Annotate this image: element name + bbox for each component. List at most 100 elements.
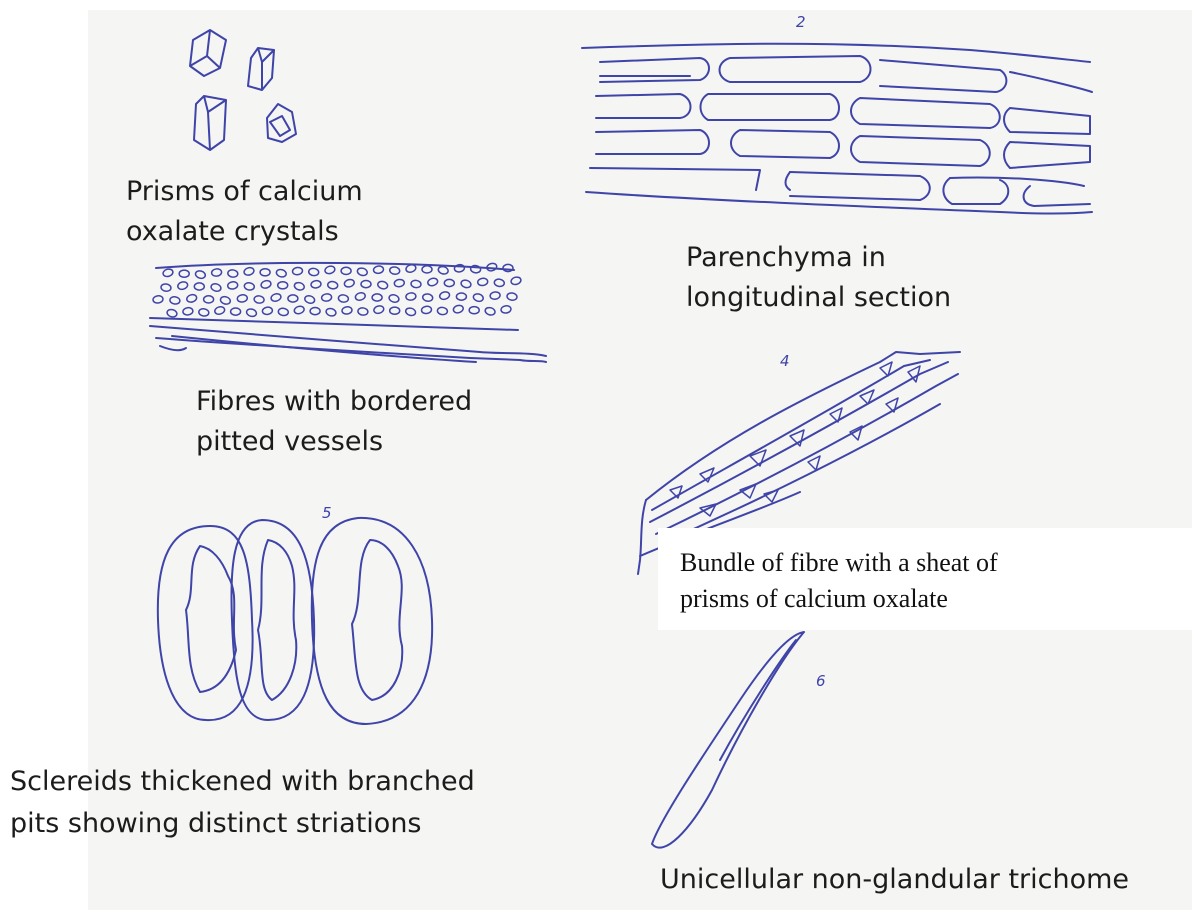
fibre-pit-mark [389, 266, 400, 275]
fibre-pit-mark [260, 280, 272, 290]
fibre-pit-mark [357, 267, 369, 277]
crystals-label-line-2: oxalate crystals [126, 214, 339, 250]
fibre-pit-mark [473, 293, 485, 303]
fibres-label-line-1: Fibres with bordered [196, 384, 472, 420]
fibre-pit-mark [294, 281, 306, 291]
parenchyma-drawing: 2 [582, 13, 1092, 214]
fibre-pit-mark [308, 268, 319, 277]
fibre-pit-mark [460, 279, 472, 289]
fibre-pit-mark [325, 307, 337, 317]
bundle-label-line-1: Bundle of fibre with a sheat of [680, 546, 998, 579]
trichome-drawing: 6 [652, 632, 826, 848]
fibre-pit-mark [153, 295, 164, 304]
fibre-pit-mark [405, 292, 416, 301]
fibre-pit-mark [166, 308, 178, 318]
fibre-pit-mark [470, 265, 481, 274]
fibre-pit-mark [244, 282, 255, 291]
fibre-pit-mark [162, 268, 174, 278]
fibre-pit-mark [388, 294, 400, 304]
sclereids-label-line-1: Sclereids thickened with branched [10, 764, 475, 800]
fibre-pit-mark [494, 279, 505, 288]
fibre-pit-mark [186, 294, 198, 304]
fibre-pit-mark [405, 307, 417, 317]
fibre-pit-mark [357, 307, 368, 316]
fibre-pit-mark [327, 281, 338, 290]
fibre-pit-mark [195, 270, 207, 280]
fibre-pit-mark [260, 269, 270, 276]
fibre-pit-mark [437, 307, 448, 316]
fibre-pit-mark [373, 265, 384, 274]
fibre-pit-mark [390, 307, 400, 314]
fibre-pit-mark [211, 268, 222, 277]
fibre-pit-mark [372, 294, 382, 301]
fibre-pit-mark [161, 283, 172, 292]
fibre-pit-mark [198, 308, 209, 317]
figure-number-2: 2 [796, 13, 806, 31]
fibre-pit-mark [444, 279, 454, 286]
fibre-pit-mark [453, 304, 465, 314]
fibre-pit-mark [237, 294, 248, 303]
fibre-pit-mark [231, 308, 241, 315]
fibre-pit-mark [427, 277, 439, 287]
fibre-pit-mark [437, 265, 449, 275]
fibre-pit-mark [361, 281, 371, 288]
fibre-pit-mark [342, 306, 353, 315]
fibre-pit-mark [490, 291, 501, 300]
fibre-pit-mark [179, 270, 189, 277]
fibre-pit-mark [220, 296, 232, 306]
fibre-pit-mark [278, 308, 289, 317]
fibre-pit-mark [501, 305, 512, 314]
fibre-pit-mark [507, 292, 518, 301]
fibre-pit-mark [422, 293, 433, 302]
fibre-pit-mark [276, 268, 288, 278]
parenchyma-label-line-2: longitudinal section [686, 280, 951, 316]
fibre-pit-mark [321, 293, 332, 302]
fibre-pit-mark [324, 265, 336, 275]
fibre-pit-mark [243, 267, 255, 277]
fibre-pit-mark [292, 267, 303, 276]
fibre-pit-mark [210, 283, 222, 293]
fibre-pit-mark [194, 283, 204, 290]
figure-number-6: 6 [816, 672, 826, 690]
fibre-pit-mark [456, 293, 466, 300]
crystal-prisms-drawing [190, 30, 296, 150]
fibre-pit-mark [254, 295, 265, 304]
fibres-drawing [150, 262, 546, 362]
fibre-pit-mark [394, 279, 405, 288]
fibre-pit-mark [510, 276, 522, 286]
fibre-pit-mark [439, 291, 451, 301]
fibre-pit-mark [373, 305, 385, 315]
fibre-pit-mark [262, 307, 273, 316]
fibre-pit-mark [469, 307, 479, 314]
fibre-pit-mark [293, 305, 305, 315]
fibre-pit-mark [477, 278, 488, 287]
fibre-pit-mark [503, 264, 513, 271]
fibre-pit-mark [311, 280, 322, 289]
fibre-pit-mark [182, 307, 193, 316]
parenchyma-label-line-1: Parenchyma in [686, 240, 886, 276]
fibre-pit-mark [177, 281, 189, 291]
fibre-pit-mark [278, 282, 288, 289]
trichome-label: Unicellular non-glandular trichome [660, 862, 1129, 898]
fibre-pit-mark [422, 266, 432, 273]
fibre-pit-mark [377, 280, 389, 290]
fibre-pit-mark [214, 306, 226, 316]
crystals-label-line-1: Prisms of calcium [126, 174, 363, 210]
figure-number-4: 4 [780, 352, 790, 370]
sclereids-drawing: 5 [158, 504, 432, 724]
fibre-pit-mark [341, 267, 351, 274]
fibre-pit-mark [270, 293, 282, 303]
fibre-pit-mark [288, 295, 298, 302]
fibre-pit-mark [169, 296, 180, 305]
fibre-pit-marks [153, 262, 522, 318]
fibres-label-line-2: pitted vessels [196, 424, 383, 460]
fibre-pit-mark [227, 269, 238, 278]
fibre-pit-mark [484, 306, 496, 316]
fibre-pit-mark [411, 280, 422, 289]
fibre-pit-mark [421, 306, 432, 315]
fibre-pit-mark [246, 308, 258, 318]
fibre-pit-mark [454, 264, 465, 273]
fibre-pit-mark [338, 294, 349, 303]
figure-number-5: 5 [322, 504, 332, 522]
bundle-label-line-2: prisms of calcium oxalate [680, 582, 948, 615]
